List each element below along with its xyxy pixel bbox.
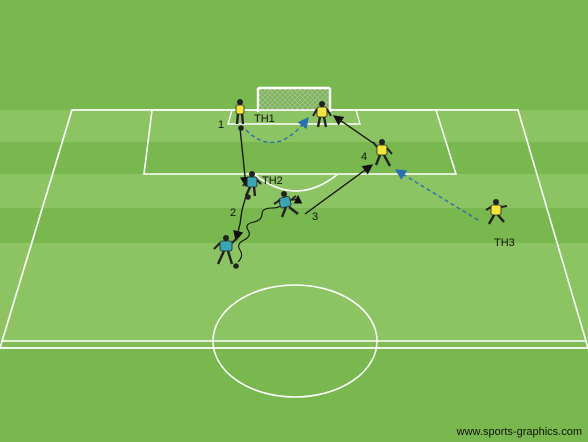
- player-th3: [485, 199, 508, 225]
- step-label-4: 4: [361, 151, 367, 163]
- step-label-1: 1: [218, 119, 224, 131]
- field-stripes: [2, 110, 588, 341]
- goal: [256, 86, 332, 112]
- pass-line-3: [304, 164, 374, 215]
- credit-watermark: www.sports-graphics.com: [456, 426, 582, 438]
- run-line-th1: [245, 116, 309, 144]
- penalty-arc: [253, 173, 339, 192]
- step-label-3: 3: [312, 211, 318, 223]
- player-goalkeeper: [312, 101, 332, 128]
- player-label-th2: TH2: [262, 175, 283, 187]
- center-circle: [212, 284, 378, 398]
- movement-lines: [233, 115, 479, 263]
- player-label-th3: TH3: [494, 237, 515, 249]
- player-defender-4: [372, 139, 393, 167]
- player-attacker-dribbler: [213, 235, 239, 269]
- player-th1: [235, 99, 245, 131]
- player-attacker-mid: [273, 191, 299, 218]
- run-line-th3: [394, 169, 479, 221]
- step-label-2: 2: [230, 207, 236, 219]
- pass-line-4: [332, 115, 377, 146]
- pass-line-2: [233, 195, 247, 242]
- pass-line-1: [239, 127, 251, 188]
- player-label-th1: TH1: [254, 113, 275, 125]
- player-th2: [242, 171, 262, 200]
